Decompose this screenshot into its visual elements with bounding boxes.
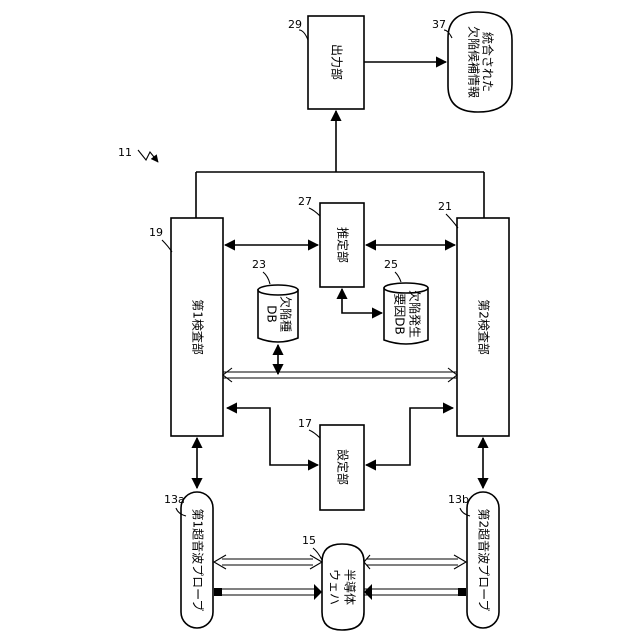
svg-text:第2超音波プローブ: 第2超音波プローブ [477, 509, 492, 612]
svg-text:ウェハ: ウェハ [328, 569, 342, 605]
second-ultrasonic-probe: 第2超音波プローブ 13b [448, 492, 499, 628]
estimation-unit: 推定部 27 [298, 195, 364, 287]
svg-text:DB: DB [265, 305, 279, 322]
svg-text:出力部: 出力部 [330, 44, 345, 80]
output-unit: 出力部 29 [288, 16, 364, 109]
svg-text:第2検査部: 第2検査部 [477, 299, 492, 355]
defect-cause-db: 欠陥発生 要因DB 25 [384, 258, 428, 344]
setting-unit: 設定部 17 [298, 417, 364, 510]
svg-text:17: 17 [298, 417, 312, 430]
ultrasonic-beam-second-lower [364, 584, 466, 600]
svg-text:13b: 13b [448, 493, 469, 506]
svg-text:37: 37 [432, 18, 446, 31]
semiconductor-wafer: 半導体 ウェハ 15 [302, 534, 364, 630]
svg-text:半導体: 半導体 [343, 569, 357, 605]
svg-text:27: 27 [298, 195, 312, 208]
svg-text:統合された: 統合された [481, 32, 496, 92]
inspection-data-bus [223, 368, 457, 382]
first-ultrasonic-probe: 第1超音波プローブ 13a [164, 492, 213, 628]
ultrasonic-beam-first-upper [214, 555, 322, 569]
second-inspection-unit: 第2検査部 21 [438, 200, 509, 436]
svg-text:第1超音波プローブ: 第1超音波プローブ [191, 509, 206, 612]
svg-text:11: 11 [118, 146, 132, 159]
svg-text:推定部: 推定部 [336, 227, 351, 263]
arrow-estimation-to-cause-db [342, 289, 382, 313]
svg-text:13a: 13a [164, 493, 185, 506]
svg-text:19: 19 [149, 226, 163, 239]
svg-text:欠陥種: 欠陥種 [279, 296, 294, 332]
svg-text:29: 29 [288, 18, 302, 31]
svg-text:15: 15 [302, 534, 316, 547]
svg-text:欠陥発生: 欠陥発生 [408, 290, 423, 338]
svg-text:21: 21 [438, 200, 452, 213]
ultrasonic-beam-first-lower [214, 584, 322, 600]
defect-type-db: 欠陥種 DB 23 [252, 258, 298, 342]
svg-text:設定部: 設定部 [336, 449, 351, 485]
svg-text:25: 25 [384, 258, 398, 271]
arrow-setting-to-second [366, 408, 453, 465]
svg-text:欠陥候補情報: 欠陥候補情報 [467, 26, 482, 98]
first-inspection-unit: 第1検査部 19 [149, 218, 223, 436]
figure-ref-11: 11 [118, 146, 158, 162]
svg-text:要因DB: 要因DB [393, 293, 407, 334]
ultrasonic-beam-second-upper [364, 555, 466, 569]
svg-text:23: 23 [252, 258, 266, 271]
svg-text:第1検査部: 第1検査部 [191, 299, 206, 355]
